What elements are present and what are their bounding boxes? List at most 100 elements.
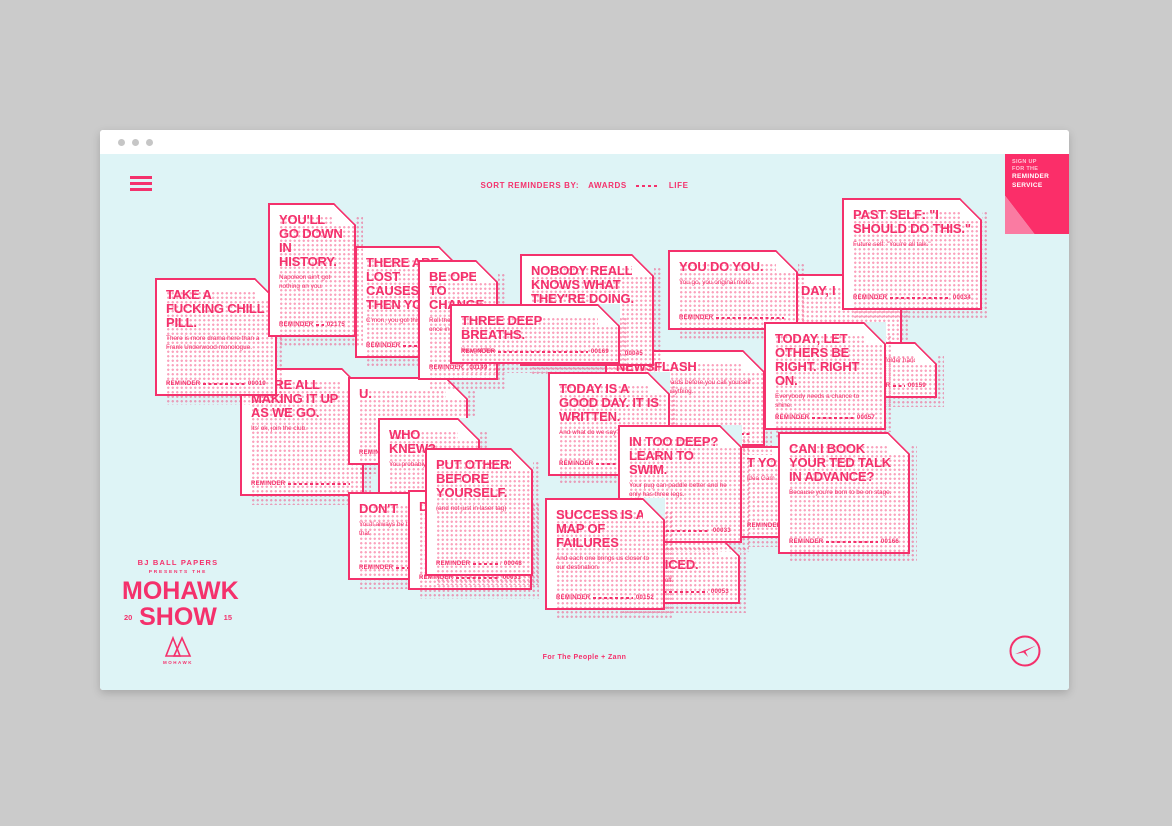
card-title: CAN I BOOK YOUR TED TALK IN ADVANCE? [789,441,891,484]
card-title: PAST SELF: "I SHOULD DO THIS." [853,207,971,236]
card-title: DON'T [359,501,398,516]
reminder-label: REMINDER [747,523,782,529]
dashes-divider [658,591,708,593]
dogear-fold-icon [648,372,670,394]
card-footer: REMINDER [679,315,787,321]
card-number: 00045 [624,351,643,357]
mohawk-logo-caption: MOHAWK [163,660,193,665]
reminder-label: REMINDER [279,322,314,328]
cards-layer: TAKE A FUCKING CHILL PILL. There is more… [100,154,1069,690]
card-body: There is more drama here than a Frank Un… [166,334,260,351]
dogear-fold-icon [888,432,910,454]
reminder-label: REMINDER [419,575,453,581]
reminder-card[interactable]: YOU DO YOU. You go, you original mofo. R… [668,250,805,339]
show-row: 20 SHOW 15 [122,605,234,630]
card-title: U. [359,386,372,401]
dashes-divider [456,577,500,579]
reminder-card[interactable]: TODAY, LET OTHERS BE RIGHT. RIGHT ON. Ev… [764,322,893,439]
dashes-divider [593,597,633,599]
dogear-fold-icon [334,203,356,225]
signup-line: SERVICE [1012,181,1043,189]
reminder-card[interactable]: TAKE A FUCKING CHILL PILL. There is more… [155,278,284,405]
card-body: (and not just in laser tag) [436,504,507,512]
card-footer: REMINDER 00048 [436,561,522,567]
dashes-divider [288,483,350,485]
dashes-divider [716,317,784,319]
show-title: SHOW [139,603,217,631]
card-body: You probably did. [389,460,439,468]
card-title: D [419,499,429,514]
credit-text: For The People + Zann [542,654,627,661]
dogear-fold-icon [598,304,620,326]
window-control-dot[interactable] [132,138,139,146]
reminder-card[interactable]: YOU'LL GO DOWN IN HISTORY. Napoleon ain'… [268,203,363,346]
signup-line: SIGN UP [1012,159,1037,165]
dogear-fold-icon [643,498,665,520]
card-title: TAKE A FUCKING CHILL PILL. [166,287,265,330]
dogear-fold-icon [720,425,742,447]
card-number: 00019 [247,381,266,387]
dogear-fold-icon [632,254,654,276]
dashes-divider [893,385,905,387]
dashes-divider [203,383,245,385]
reminder-card[interactable]: PUT OTHERS BEFORE YOURSELF. (and not jus… [425,448,540,585]
sort-bar: SORT REMINDERS BY: AWARDS LIFE [100,181,1069,190]
signup-corner[interactable]: SIGN UP FOR THE REMINDER SERVICE [1005,154,1069,234]
reminder-label: REMINDER [166,381,201,387]
card-title: IN TOO DEEP? LEARN TO SWIM. [629,434,719,477]
dashes-divider [473,563,501,565]
card-number: 00149 [469,365,487,371]
reminder-label: REMINDER [429,365,464,371]
card-footer: REMINDER 00057 [775,415,875,421]
page: SORT REMINDERS BY: AWARDS LIFE TAKE A FU… [100,154,1069,690]
dogear-fold-icon [864,322,886,344]
reminder-label: REMINDER [251,481,286,487]
reminder-card[interactable]: THREE DEEP BREATHS. You got this. REMIND… [450,304,627,373]
dashes-divider [812,417,854,419]
reminder-label: REMINDER [436,561,471,567]
reminder-label: REMINDER [853,295,888,301]
card-title: THREE DEEP BREATHS. [461,313,542,342]
card-body: You'll always be the person that [359,520,437,537]
brand-block: BJ BALL PAPERS PRESENTS THE MOHAWK 20 SH… [122,558,239,665]
reminder-label: REMINDER [789,539,824,545]
reminder-card[interactable]: CAN I BOOK YOUR TED TALK IN ADVANCE? Bec… [778,432,917,563]
card-number: 00152 [635,595,654,601]
dogear-fold-icon [915,342,937,364]
card-number: 00034 [952,295,971,301]
card-body: You go, you original mofo. [679,278,753,286]
card-body: Napoleon ain't got nothing on you. [279,273,331,290]
card-title: YOU'LL GO DOWN IN HISTORY. [279,212,343,269]
reminder-card[interactable]: PAST SELF: "I SHOULD DO THIS." Future se… [842,198,989,319]
dashes-divider [498,351,588,353]
card-footer: REMINDER 02175 [279,322,345,328]
card-title: SUCCESS IS A MAP OF FAILURES [556,507,645,550]
card-body: And what do we say? 'Not today' [559,428,652,436]
reminder-label: REMINDER [359,450,394,456]
browser-chrome [100,130,1069,154]
dashes-divider [890,297,950,299]
reminder-label: REMINDER [366,343,401,349]
dogear-fold-icon [511,448,533,470]
card-title: DAY, I [801,283,836,298]
card-number: 02175 [326,322,345,328]
card-title: PUT OTHERS BEFORE YOURSELF. [436,457,518,500]
dashes-divider [316,324,324,326]
reminder-card[interactable]: SUCCESS IS A MAP OF FAILURES And each on… [545,498,672,619]
window-control-dot[interactable] [118,138,125,146]
reminder-label: REMINDER [559,461,594,467]
reminder-card[interactable]: IN TOO DEEP? LEARN TO SWIM. Your pug can… [618,425,749,552]
menu-hamburger-icon[interactable] [130,176,152,194]
sort-option-life[interactable]: LIFE [668,181,689,190]
card-body: Its' ok, join the club. [251,424,307,432]
paper-plane-logo[interactable] [1008,634,1042,668]
sort-option-awards[interactable]: AWARDS [588,181,627,190]
presents-the-label: PRESENTS THE [148,570,208,575]
window-control-dot[interactable] [146,138,153,146]
card-number: 00166 [880,539,899,545]
signup-line: FOR THE [1012,166,1039,173]
card-title: YOU DO YOU. [679,259,764,274]
dogear-fold-icon [458,418,480,440]
year-left: 20 [124,613,133,622]
card-number: 00057 [856,415,875,421]
